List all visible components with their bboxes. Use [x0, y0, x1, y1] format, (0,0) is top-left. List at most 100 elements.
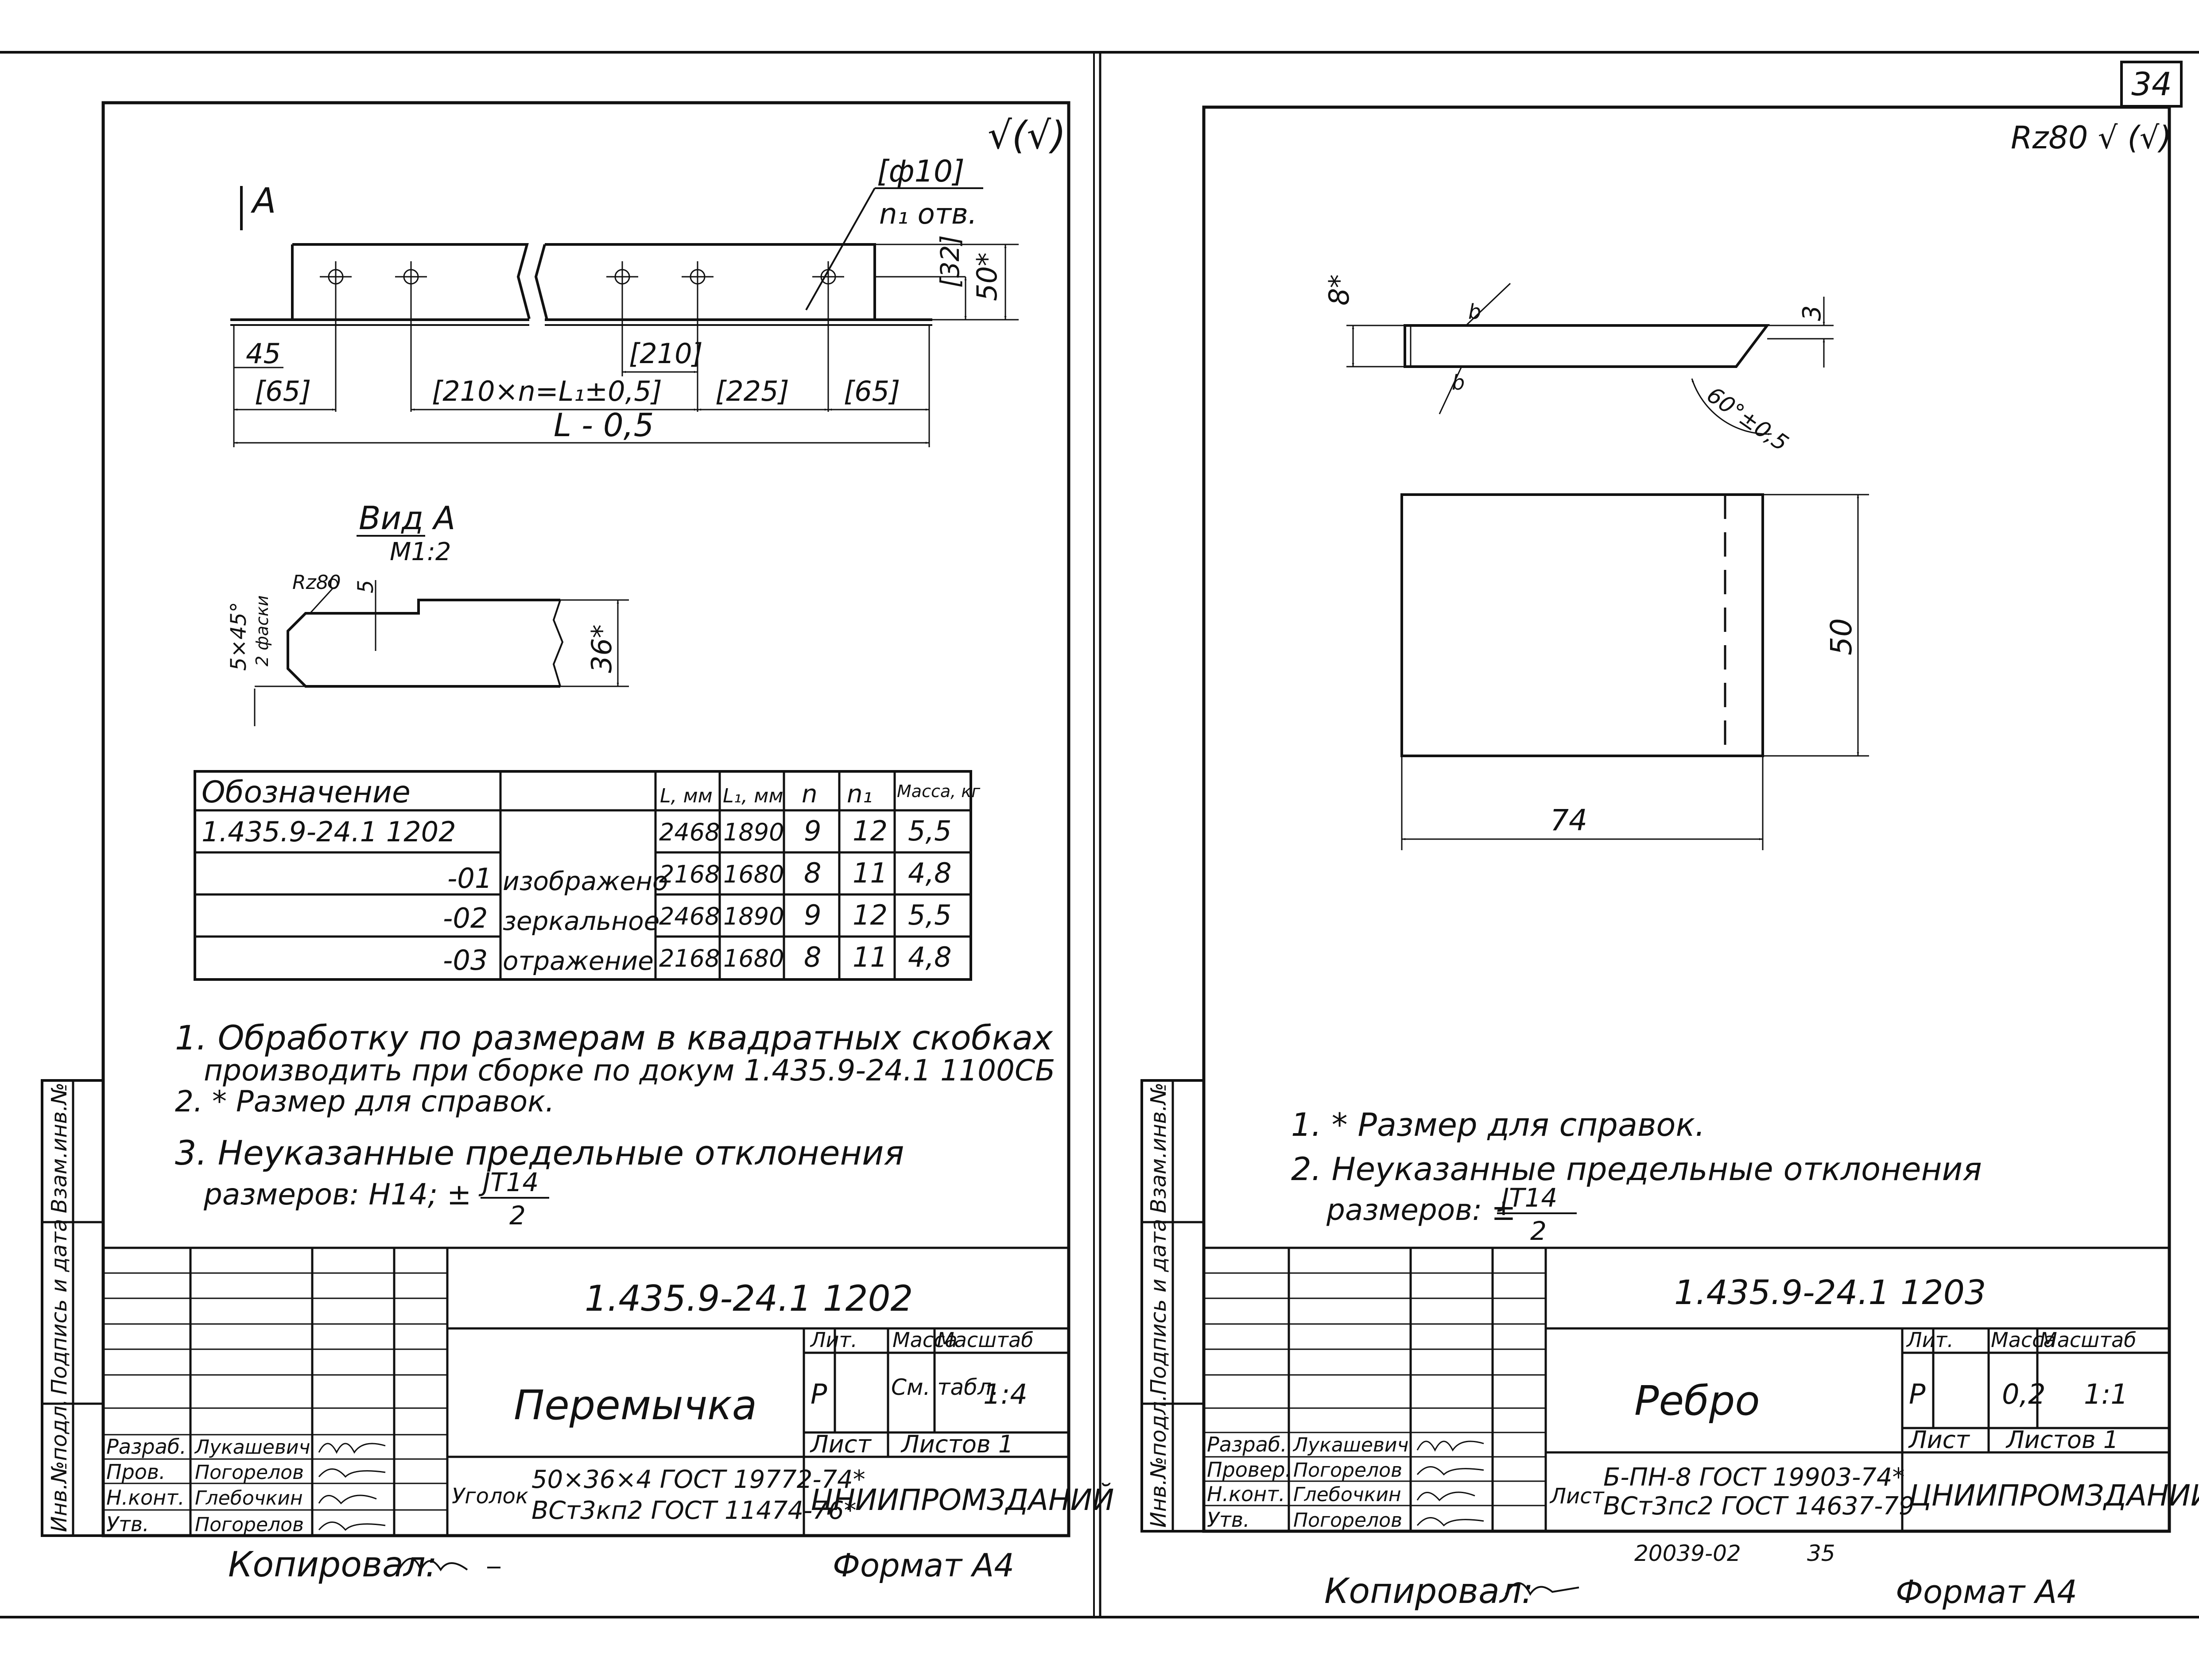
variants-table: Обозначение L, мм L₁, мм n n₁ Масса, кг … [194, 770, 981, 981]
left-material-2: ВСт3кп2 ГОСТ 11474-76* [531, 1496, 857, 1525]
page-number: 34 [2131, 66, 2172, 103]
left-material-1: 50×36×4 ГОСТ 19772-74* [531, 1465, 865, 1494]
right-copied-signature [1505, 1582, 1579, 1596]
right-mass-head: Масса [1991, 1328, 2056, 1352]
dim-65-left: [65] [255, 375, 311, 407]
view-arrow-label: A [250, 181, 276, 221]
table-row-0-designation: 1.435.9-24.1 1202 [202, 816, 456, 848]
left-format: Формат А4 [833, 1547, 1014, 1584]
table-row-2-designation: -02 [443, 902, 488, 934]
right-sheet: Rz80 √ (√) 8* 3 60°±0,5 b b [1140, 105, 2199, 1611]
table-row-3-designation: -03 [443, 944, 488, 976]
left-side-label-2: Подпись и дата [47, 1219, 72, 1395]
right-material-2: ВСт3пс2 ГОСТ 14637-79 [1603, 1492, 1915, 1521]
right-doc-code: 1.435.9-24.1 1203 [1674, 1273, 1986, 1312]
view-a-dim-5: 5 [353, 580, 378, 593]
left-mass-value: См. табл. [891, 1374, 999, 1400]
table-row-3-n: 8 [804, 941, 821, 973]
right-note-2b: размеров: ± [1326, 1193, 1516, 1227]
left-part-name: Перемычка [514, 1382, 757, 1429]
left-note-3: 3. Неуказанные предельные отклонения [175, 1133, 904, 1173]
table-row-0-n1: 12 [853, 815, 888, 847]
holes-leader [805, 188, 876, 310]
left-side-stamp: Взам.инв.№ Подпись и дата Инв.№подл. [41, 1079, 105, 1537]
left-copied-label: Копировал: [228, 1545, 437, 1585]
table-header-L: L, мм [660, 785, 713, 807]
left-role-3: Утв. [106, 1512, 149, 1536]
right-scale-value: 1:1 [2084, 1378, 2128, 1410]
table-row-2-mass: 5,5 [908, 899, 952, 931]
left-side-label-3: Инв.№подл. [47, 1399, 72, 1532]
left-note-3-num: JT14 [478, 1167, 539, 1197]
table-row-0-L: 2468 [659, 818, 720, 846]
table-header-L1: L₁, мм [723, 785, 783, 807]
table-row-1-note: изображено [503, 866, 668, 896]
left-frame [101, 101, 1070, 1537]
table-row-2-n: 9 [804, 899, 821, 931]
holes-count-note: n₁ отв. [879, 198, 977, 231]
right-role-2: Н.конт. [1207, 1482, 1285, 1506]
dim-65-right: [65] [844, 375, 900, 407]
page-number-box: 34 [2120, 61, 2183, 108]
table-row-2-n1: 12 [853, 899, 888, 931]
right-lit-head: Лит. [1906, 1328, 1954, 1352]
dim-225: [225] [715, 375, 789, 407]
right-name-2: Глебочкин [1293, 1483, 1401, 1506]
left-notes: 1. Обработку по размерам в квадратных ск… [175, 1018, 1055, 1231]
left-surface-mark: √(√) [988, 113, 1066, 158]
weld-mark-top: b [1468, 300, 1481, 324]
dim-210n: [210×n=L₁±0,5] [432, 375, 662, 407]
dim-210: [210] [629, 337, 703, 370]
left-name-1: Погорелов [195, 1461, 304, 1484]
view-a-chamfer-sub: 2 фаски [252, 595, 272, 666]
table-row-3-L: 2168 [659, 945, 720, 972]
table-row-3-n1: 11 [853, 941, 888, 973]
right-material-1: Б-ПН-8 ГОСТ 19903-74* [1603, 1463, 1904, 1492]
left-note-3-den: 2 [509, 1200, 526, 1231]
right-note-2-num: JT14 [1497, 1183, 1557, 1213]
left-role-0: Разраб. [106, 1435, 186, 1459]
rib-plan-view: 50 74 [1400, 493, 1869, 850]
left-note-1b: производить при сборке по докум 1.435.9-… [204, 1053, 1055, 1088]
right-notes: 1. * Размер для справок. 2. Неуказанные … [1291, 1106, 1982, 1246]
right-note-1: 1. * Размер для справок. [1291, 1106, 1705, 1143]
dim-50: 50* [971, 252, 1003, 301]
view-a-scale: М1:2 [390, 538, 451, 566]
left-title-block: 1.435.9-24.1 1202 Перемычка Лит. Масса М… [103, 1246, 1114, 1536]
dim-32: [32] [935, 235, 965, 288]
table-row-3-note: отражение [503, 946, 654, 976]
dim-8: 8* [1323, 275, 1355, 306]
table-row-2-note: зеркальное [503, 906, 659, 936]
right-note-2: 2. Неуказанные предельные отклонения [1291, 1150, 1982, 1188]
right-side-label-3: Инв.№подл. [1146, 1394, 1171, 1528]
right-name-0: Лукашевич [1292, 1434, 1409, 1456]
footer-page: 35 [1807, 1541, 1835, 1566]
table-row-2-L: 2468 [659, 902, 720, 930]
left-role-2: Н.конт. [106, 1486, 185, 1510]
view-a-title: Вид А [359, 499, 455, 537]
right-role-1: Провер. [1207, 1458, 1291, 1482]
footer-code: 20039-02 [1634, 1541, 1741, 1566]
table-header-n: n [802, 780, 818, 809]
weld-mark-bottom: b [1452, 371, 1465, 395]
view-a-chamfer: 5×45° [226, 602, 251, 671]
left-mass-head: Масса [892, 1328, 958, 1352]
right-scale-head: Масштаб [2040, 1328, 2137, 1352]
left-note-2: 2. * Размер для справок. [175, 1084, 555, 1119]
right-signatures [1416, 1440, 1484, 1527]
table-row-1-L: 2168 [659, 860, 720, 888]
dim-50-right: 50 [1824, 618, 1858, 655]
right-note-2-den: 2 [1530, 1216, 1547, 1246]
left-sheet-label: Лист [810, 1430, 872, 1458]
table-row-3-L1: 1680 [723, 945, 784, 972]
right-side-label-1: Взам.инв.№ [1146, 1083, 1171, 1213]
right-mass-value: 0,2 [2002, 1378, 2046, 1410]
table-header-designation: Обозначение [202, 775, 411, 810]
right-copied-label: Копировал: [1324, 1572, 1533, 1611]
view-a-detail: Вид А М1:2 Rz80 5 5×45° 2 фаски 36* [226, 499, 629, 726]
right-surface-mark: Rz80 √ (√) [2011, 120, 2172, 156]
left-lit-head: Лит. [810, 1328, 857, 1352]
dim-angle: 60°±0,5 [1702, 382, 1793, 456]
right-part-name: Ребро [1634, 1377, 1760, 1425]
